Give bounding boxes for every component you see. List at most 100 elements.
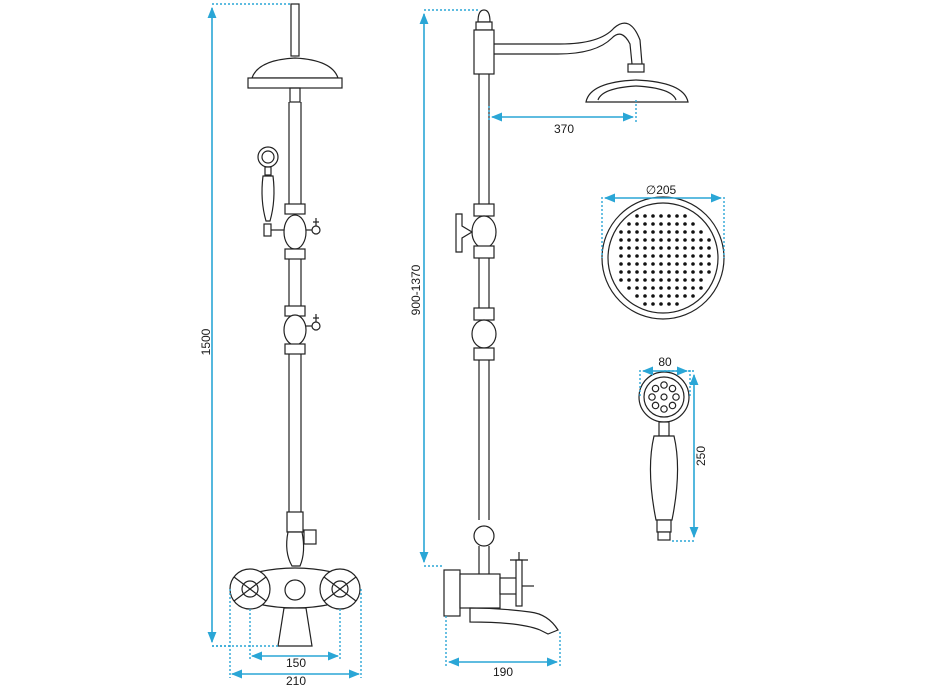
nozzle-dot — [619, 278, 623, 282]
nozzle-dot — [659, 262, 663, 266]
nozzle-dot — [651, 230, 655, 234]
nozzle-dot — [667, 302, 671, 306]
nozzle-dot — [691, 230, 695, 234]
nozzle-dot — [699, 286, 703, 290]
hand-nozzle — [648, 393, 656, 401]
nozzle-dot — [635, 262, 639, 266]
nozzle-dot — [675, 222, 679, 226]
nozzle-dot — [691, 270, 695, 274]
nozzle-dot — [651, 214, 655, 218]
nozzle-dot — [683, 270, 687, 274]
nozzle-dot — [635, 246, 639, 250]
nozzle-dot — [675, 294, 679, 298]
nozzle-dot — [619, 262, 623, 266]
nozzle-dot — [707, 246, 711, 250]
nozzle-dot — [643, 262, 647, 266]
hand-nozzle — [668, 384, 677, 393]
nozzle-dot — [691, 278, 695, 282]
nozzle-dot — [627, 238, 631, 242]
nozzle-dot — [667, 254, 671, 258]
hand-nozzle — [651, 384, 660, 393]
label-hand-width: 80 — [658, 355, 672, 369]
nozzle-dot — [667, 238, 671, 242]
nozzle-dot — [699, 230, 703, 234]
hand-nozzle — [672, 393, 680, 401]
nozzle-dot — [659, 294, 663, 298]
nozzle-dot — [643, 286, 647, 290]
nozzle-dot — [683, 294, 687, 298]
nozzle-dot — [675, 254, 679, 258]
nozzle-dot — [635, 270, 639, 274]
nozzle-dot — [635, 214, 639, 218]
nozzle-dot — [619, 238, 623, 242]
nozzle-dot — [635, 222, 639, 226]
nozzle-dot — [651, 270, 655, 274]
nozzle-dot — [699, 270, 703, 274]
label-arm-length: 370 — [554, 122, 574, 136]
nozzle-dot — [675, 262, 679, 266]
nozzle-dot — [651, 302, 655, 306]
nozzle-dot — [651, 238, 655, 242]
nozzle-dot — [643, 238, 647, 242]
side-shower-head — [585, 79, 689, 103]
nozzle-dot — [667, 262, 671, 266]
nozzle-dot — [643, 230, 647, 234]
nozzle-dot — [627, 230, 631, 234]
nozzle-dot — [691, 238, 695, 242]
nozzle-dot — [675, 286, 679, 290]
nozzle-dot — [667, 214, 671, 218]
nozzle-dot — [635, 254, 639, 258]
nozzle-dot — [627, 254, 631, 258]
nozzle-dot — [627, 222, 631, 226]
nozzle-dot — [635, 294, 639, 298]
nozzle-dot — [675, 214, 679, 218]
nozzle-dot — [635, 286, 639, 290]
nozzle-dot — [675, 270, 679, 274]
nozzle-dot — [683, 246, 687, 250]
nozzle-dot — [659, 286, 663, 290]
side-spout — [469, 607, 559, 635]
nozzle-dot — [651, 294, 655, 298]
nozzle-dot — [683, 254, 687, 258]
hand-dimensions — [639, 366, 699, 542]
nozzle-dot — [659, 270, 663, 274]
nozzle-dot — [643, 278, 647, 282]
nozzle-dot — [683, 262, 687, 266]
front-dimensions — [207, 3, 362, 679]
nozzle-dot — [659, 238, 663, 242]
nozzle-dot — [651, 254, 655, 258]
label-height-range: 900-1370 — [409, 264, 423, 315]
nozzle-dot — [707, 254, 711, 258]
label-height-total: 1500 — [199, 328, 213, 355]
nozzle-dot — [651, 222, 655, 226]
nozzle-dot — [699, 246, 703, 250]
nozzle-dot — [659, 302, 663, 306]
nozzle-dot — [659, 230, 663, 234]
front-shower-head — [251, 57, 339, 79]
nozzle-dot — [627, 246, 631, 250]
nozzle-dot — [643, 302, 647, 306]
nozzle-dot — [643, 294, 647, 298]
hand-nozzle — [651, 401, 660, 410]
nozzle-dot — [675, 230, 679, 234]
nozzle-dot — [627, 270, 631, 274]
nozzle-dot — [667, 230, 671, 234]
nozzle-dot — [707, 238, 711, 242]
nozzle-dot — [675, 238, 679, 242]
hand-nozzle — [660, 405, 668, 413]
nozzle-dot — [667, 246, 671, 250]
head-dimensions — [601, 193, 725, 258]
nozzle-dot — [659, 222, 663, 226]
nozzle-dot — [659, 246, 663, 250]
nozzle-dot — [691, 286, 695, 290]
nozzle-dot — [699, 262, 703, 266]
nozzle-dot — [691, 262, 695, 266]
nozzle-dot — [627, 278, 631, 282]
nozzle-dot — [651, 262, 655, 266]
nozzle-dot — [651, 286, 655, 290]
nozzle-dot — [707, 262, 711, 266]
nozzle-dot — [643, 254, 647, 258]
nozzle-dot — [635, 238, 639, 242]
nozzle-dot — [667, 286, 671, 290]
hand-nozzle — [668, 401, 677, 410]
